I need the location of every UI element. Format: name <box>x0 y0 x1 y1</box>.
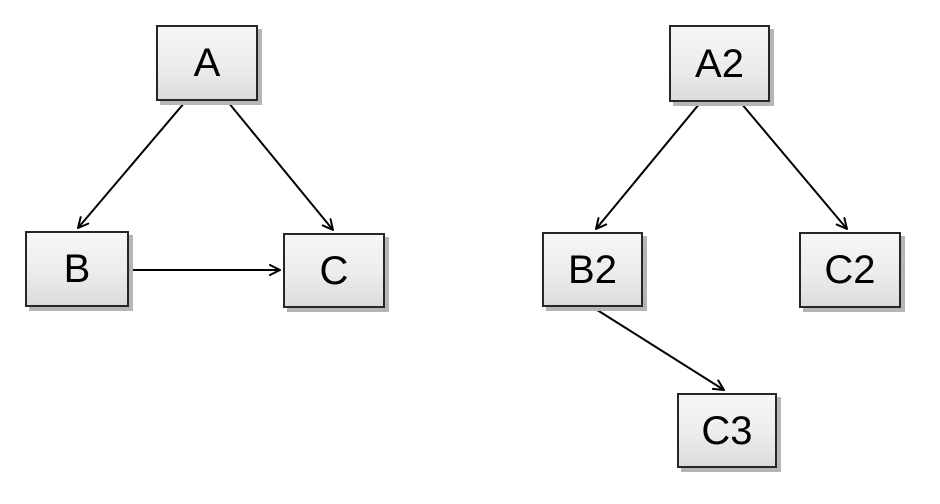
node-B[interactable]: B <box>25 231 129 307</box>
node-C3[interactable]: C3 <box>677 393 777 468</box>
edge-A-B <box>77 101 186 229</box>
node-B2[interactable]: B2 <box>542 232 643 307</box>
node-label: C <box>319 248 349 293</box>
node-C2[interactable]: C2 <box>799 232 901 308</box>
node-label: C3 <box>701 408 753 453</box>
edge-A2-C2 <box>740 102 848 230</box>
node-label: C2 <box>824 248 876 292</box>
node-C[interactable]: C <box>283 233 385 308</box>
node-A[interactable]: A <box>156 25 258 101</box>
node-A2[interactable]: A2 <box>669 25 770 102</box>
edge-A2-B2 <box>595 102 701 230</box>
node-label: A2 <box>695 41 744 86</box>
node-label: B <box>63 247 91 291</box>
node-label: A <box>193 41 221 85</box>
node-label: B2 <box>568 247 617 292</box>
edge-A-C <box>227 101 334 231</box>
edge-B2-C3 <box>593 307 725 391</box>
